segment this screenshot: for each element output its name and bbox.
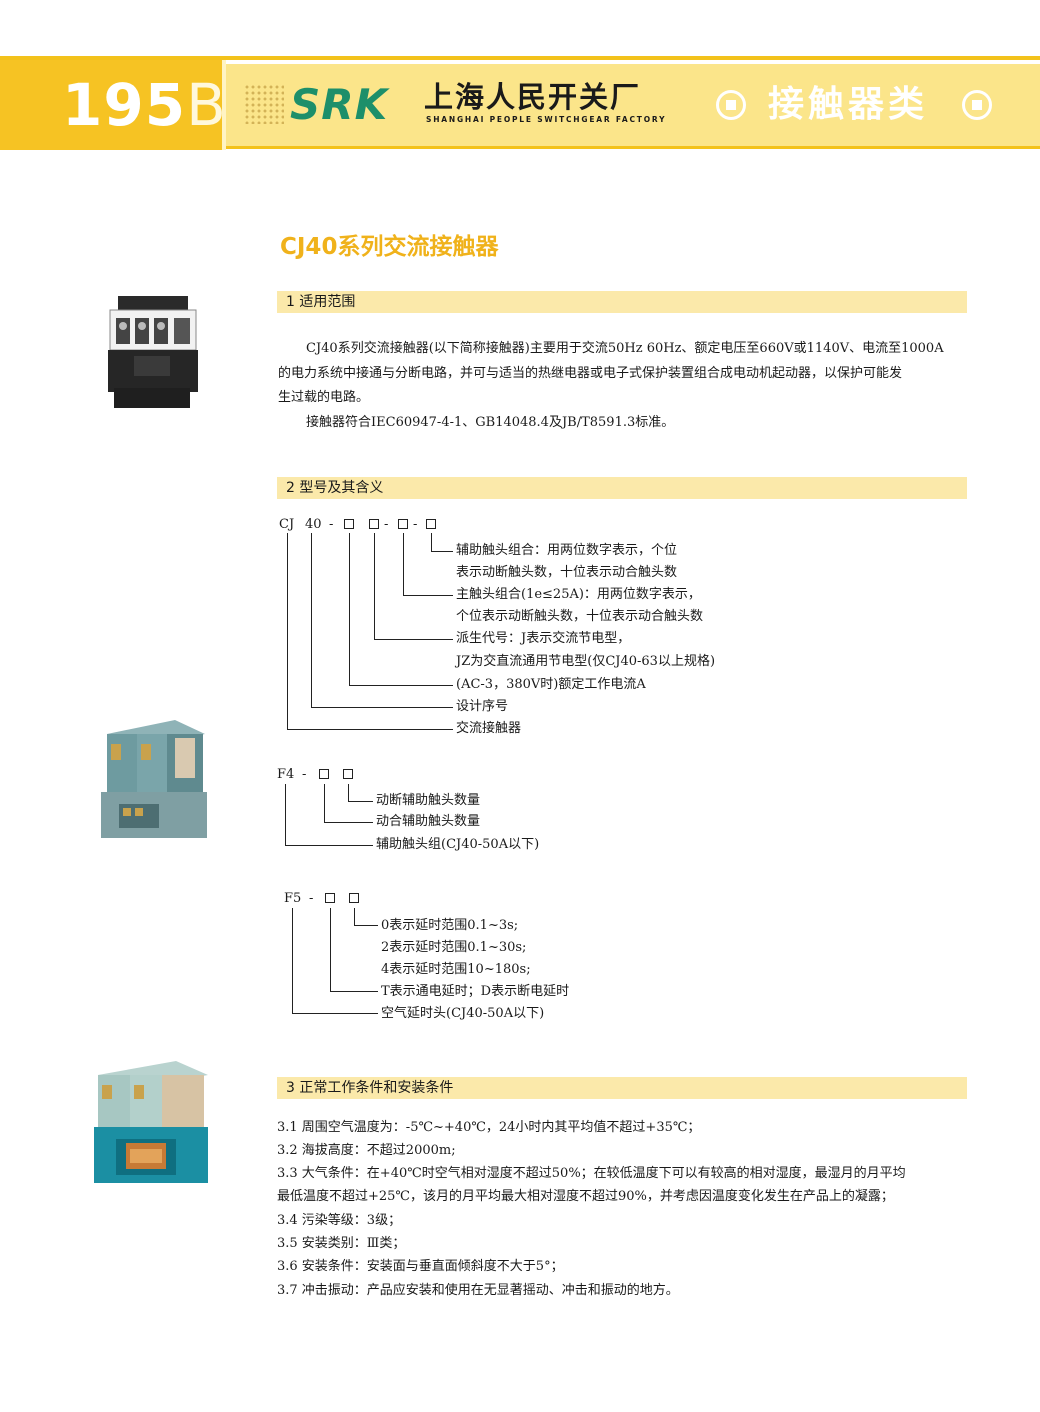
lead-line (354, 908, 355, 925)
s1-line-1: CJ40系列交流接触器(以下简称接触器)主要用于交流50Hz 60Hz、额定电压… (306, 341, 944, 356)
company-name-en: SHANGHAI PEOPLE SWITCHGEAR FACTORY (426, 115, 667, 124)
model1-desc: 交流接触器 (456, 721, 522, 736)
s3-line-6: 3.5 安装类别：Ⅲ类； (277, 1236, 406, 1251)
lead-line (374, 639, 453, 640)
model2-desc: 动断辅助触头数量 (376, 793, 481, 808)
model1-desc: 派生代号：J表示交流节电型， (456, 631, 631, 646)
model-code-f4: F4 (277, 767, 295, 782)
model-code-f5: F5 (284, 891, 302, 906)
s1-line-4: 接触器符合IEC60947-4-1、GB14048.4及JB/T8591.3标准… (306, 415, 675, 430)
lead-line (324, 822, 373, 823)
placeholder-box (344, 519, 354, 529)
document-title: CJ40系列交流接触器 (280, 234, 499, 260)
s3-line-3: 3.3 大气条件：在+40℃时空气相对湿度不超过50%；在较低温度下可以有较高的… (277, 1166, 906, 1181)
lead-line (348, 784, 349, 801)
model3-desc: 空气延时头(CJ40-50A以下) (381, 1006, 545, 1021)
section-bar-1: 1 适用范围 (277, 291, 967, 313)
lead-line (431, 551, 453, 552)
model-dash: - (384, 517, 389, 532)
s1-line-2: 的电力系统中接通与分断电路，并可与适当的热继电器或电子式保护装置组合成电动机起动… (278, 366, 903, 381)
lead-line (285, 845, 373, 846)
category-label: 接触器类 (768, 84, 929, 125)
placeholder-box (319, 769, 329, 779)
section-heading-1: 1 适用范围 (286, 294, 356, 310)
model-dash: - (302, 767, 307, 782)
model2-desc: 辅助触头组(CJ40-50A以下) (376, 837, 540, 852)
section-bar-2: 2 型号及其含义 (277, 477, 967, 499)
model1-desc: 主触头组合(1e≤25A)：用两位数字表示， (456, 587, 701, 602)
lead-line (349, 533, 350, 685)
placeholder-box (349, 893, 359, 903)
s3-line-7: 3.6 安装条件：安装面与垂直面倾斜度不大于5°； (277, 1259, 564, 1274)
model2-desc: 动合辅助触头数量 (376, 814, 481, 829)
s3-line-5: 3.4 污染等级：3级； (277, 1213, 402, 1228)
page-number-suffix: B (186, 71, 227, 139)
s1-line-3: 生过载的电路。 (278, 390, 370, 405)
lead-line (285, 784, 286, 845)
lead-line (330, 991, 378, 992)
model3-desc: 4表示延时范围10~180s; (381, 962, 531, 977)
page-number-box-edge (222, 60, 226, 150)
lead-line (287, 533, 288, 729)
header-bottom-rule (0, 146, 1040, 149)
model3-desc: T表示通电延时；D表示断电延时 (381, 984, 570, 999)
s3-line-4: 最低温度不超过+25℃，该月的月平均最大相对湿度不超过90%，并考虑因温度变化发… (277, 1189, 894, 1204)
model3-desc: 2表示延时范围0.1~30s; (381, 940, 527, 955)
section-heading-3: 3 正常工作条件和安装条件 (286, 1080, 454, 1096)
placeholder-box (398, 519, 408, 529)
circle-square-icon (962, 90, 992, 120)
brand-logo: SRK (290, 80, 389, 129)
header-top-rule (0, 56, 1040, 60)
lead-line (403, 533, 404, 595)
page-number-box (0, 60, 222, 150)
contactor-photo-large (94, 1061, 208, 1183)
lead-line (348, 801, 373, 802)
lead-line (324, 784, 325, 822)
placeholder-box (325, 893, 335, 903)
lead-line (354, 925, 378, 926)
lead-line (374, 533, 375, 639)
lead-line (330, 908, 331, 991)
model-code-cj: CJ (279, 517, 295, 532)
lead-line (431, 533, 432, 551)
model1-desc: 辅助触头组合：用两位数字表示，个位 (456, 543, 678, 558)
model-dash: - (413, 517, 418, 532)
lead-line (403, 595, 453, 596)
model-code-40: 40 (305, 517, 322, 532)
lead-line (292, 908, 293, 1013)
lead-line (349, 685, 453, 686)
contactor-photo-medium (101, 720, 207, 838)
model1-desc: 个位表示动断触头数，十位表示动合触头数 (456, 609, 704, 624)
s3-line-2: 3.2 海拔高度：不超过2000m; (277, 1143, 456, 1158)
model1-desc: 表示动断触头数，十位表示动合触头数 (456, 565, 678, 580)
placeholder-box (369, 519, 379, 529)
company-name-cn: 上海人民开关厂 (424, 80, 642, 114)
section-heading-2: 2 型号及其含义 (286, 480, 384, 496)
model-dash: - (309, 891, 314, 906)
lead-line (287, 729, 453, 730)
s3-line-1: 3.1 周围空气温度为：-5℃~+40℃，24小时内其平均值不超过+35℃； (277, 1120, 701, 1135)
lead-line (311, 533, 312, 707)
model-dash: - (329, 517, 334, 532)
lead-line (311, 707, 453, 708)
placeholder-box (426, 519, 436, 529)
model1-desc: (AC-3，380V时)额定工作电流A (456, 677, 646, 692)
page-number: 195B (62, 71, 227, 139)
model1-desc: 设计序号 (456, 699, 509, 714)
contactor-photo-small (108, 296, 198, 408)
section-bar-3: 3 正常工作条件和安装条件 (277, 1077, 967, 1099)
placeholder-box (343, 769, 353, 779)
circle-square-icon (716, 90, 746, 120)
lead-line (292, 1013, 378, 1014)
dot-pattern-icon (244, 84, 284, 124)
model3-desc: 0表示延时范围0.1~3s; (381, 918, 519, 933)
s3-line-8: 3.7 冲击振动：产品应安装和使用在无显著摇动、冲击和振动的地方。 (277, 1283, 679, 1298)
model1-desc: JZ为交直流通用节电型(仅CJ40-63以上规格) (456, 654, 716, 669)
